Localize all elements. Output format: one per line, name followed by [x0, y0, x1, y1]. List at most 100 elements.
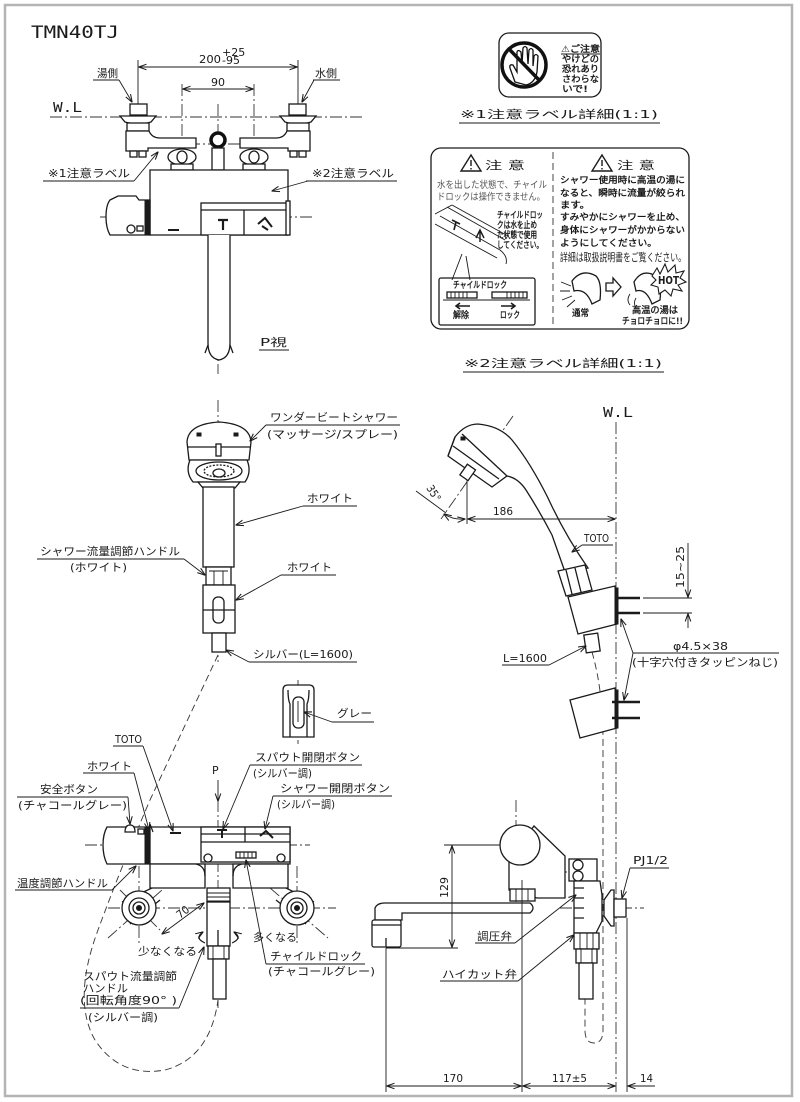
part-inner-channel — [287, 689, 310, 737]
child-lock-note: た状態で使用 — [497, 229, 537, 241]
child-lock-note: クは水を止め — [497, 219, 537, 231]
angle-extension-line — [415, 490, 447, 514]
side-view-faucet: 129 PJ1/2 調圧弁 ハイカット弁 170 117±5 14 — [371, 800, 669, 1092]
bottom-front-view: 70 TOTO ホワイト 安全ボタン (チャコールグレー) P スパウト開閉ボタ… — [15, 733, 392, 1024]
dimension-14: 14 — [640, 1072, 653, 1085]
leader-line — [142, 745, 173, 831]
small-nut — [298, 150, 307, 158]
left-line: ドロックは操作できません。 — [437, 191, 545, 203]
nut-lines — [515, 889, 529, 901]
high-cut-valve-callout: ハイカット弁 — [440, 935, 574, 982]
hanger-color-label: ホワイト — [287, 561, 332, 574]
water-level-label: W.L — [603, 406, 633, 421]
shower-head-callout: ワンダービートシャワー (マッサージ/スプレー) — [250, 410, 400, 441]
small-nut — [138, 150, 147, 158]
holder-back-plate — [614, 689, 619, 729]
caution-label-1-detail: ⚠ご注意 やけどの 恐れあり さわらな いで! ※1注意ラベル詳細(1:1) — [459, 32, 660, 124]
dimension-186: 186 — [466, 480, 615, 524]
cold-side-callout: 水側 — [302, 67, 340, 102]
child-lock-illustration — [434, 204, 509, 281]
no-touch-hand-icon — [500, 41, 548, 89]
label-2-left-panel: 注 意 水を出した状態で、チャイル ドロックは操作できません。 チャイルドロッ … — [434, 153, 547, 326]
angle-arc — [444, 514, 465, 519]
hose-callout: シルバー(L=1600) — [226, 648, 357, 663]
arrow-right-icon — [605, 276, 622, 298]
hose-outlet — [578, 962, 594, 1000]
leader-line — [183, 558, 205, 575]
brand-callout: TOTO — [113, 733, 173, 831]
child-lock-slider — [235, 851, 257, 859]
temperature-handle-label: 温度調節ハンドル — [17, 876, 108, 890]
child-lock-note: チャイルドロッ — [497, 210, 543, 221]
right-line: すみやかにシャワーを止め、 — [560, 211, 685, 223]
valve-ridges — [579, 933, 594, 949]
pressure-valve-callout: 調圧弁 — [475, 895, 576, 944]
label-outline — [430, 147, 690, 330]
shower-head — [571, 272, 602, 305]
left-line: 水を出した状態で、チャイル — [437, 179, 547, 191]
leader-line — [128, 796, 130, 824]
spout-button-color: (シルバー調) — [253, 766, 312, 780]
leader-line — [133, 152, 158, 182]
tolerance-minus: -95 — [222, 54, 240, 67]
valve-port — [572, 870, 584, 882]
child-lock-callout: チャイルドロック (チャコールグレー) — [246, 860, 375, 978]
nozzle-ring-outer — [195, 461, 243, 481]
child-lock-note: してください。 — [497, 240, 543, 251]
hot-badge: HOT — [658, 274, 679, 287]
released-slider-icon — [446, 291, 478, 299]
leader-line — [223, 764, 251, 829]
hand-shower-front-view: ワンダービートシャワー (マッサージ/スプレー) ホワイト シャワー流量調節ハン… — [37, 400, 400, 663]
dimension-15-25: 15~25 — [643, 543, 692, 628]
hot-burst-icon — [649, 262, 688, 298]
hot-caption: チョロチョロに!! — [622, 316, 683, 327]
hot-side-label: 湯側 — [97, 67, 118, 80]
shower-button-color: (シルバー調) — [277, 797, 335, 811]
flow-handle-label: シャワー流量調節ハンドル — [40, 544, 180, 558]
inlet-nut — [288, 103, 307, 116]
safety-button-label: 安全ボタン — [40, 782, 98, 796]
shower-head-label: ワンダービートシャワー — [270, 410, 398, 424]
union-nut-left — [167, 148, 197, 171]
leader-line — [250, 424, 267, 441]
leader-line — [226, 650, 250, 663]
head-indicator — [215, 443, 222, 457]
leader-line — [246, 860, 267, 965]
slider-ticks — [239, 852, 253, 858]
shower-button-label: シャワー開閉ボタン — [280, 782, 390, 795]
hose-stub — [211, 632, 227, 653]
spout-button-callout: スパウト開閉ボタン (シルバー調) — [223, 751, 362, 829]
view-p-letter: P — [212, 764, 219, 777]
shower-mark — [460, 436, 466, 441]
panel-screw — [276, 853, 286, 863]
lower-nut — [207, 945, 230, 960]
dimension-line — [162, 903, 204, 934]
small-nut — [129, 150, 138, 158]
high-cut-valve — [573, 932, 600, 950]
child-lock-box-title: チャイルドロック — [453, 280, 507, 291]
trickle-lines — [627, 293, 637, 309]
leg-ring — [132, 901, 146, 915]
brand-label: TOTO — [583, 532, 609, 545]
pressure-valve-label: 調圧弁 — [477, 929, 512, 943]
eccentric-arm — [239, 130, 311, 152]
locked-slider-icon — [491, 291, 528, 299]
spout-button-label: スパウト開閉ボタン — [255, 751, 360, 764]
side-view-shower: W.L 35° 186 TOTO — [415, 406, 779, 1092]
hot-side-callout: 湯側 — [93, 67, 132, 102]
temperature-handle-callout: 温度調節ハンドル — [15, 866, 136, 891]
handle-ridges — [207, 892, 230, 902]
handle-grip-band — [144, 826, 150, 865]
eccentric-arm — [125, 130, 197, 152]
screw-spec-label: φ4.5×38 — [673, 640, 728, 653]
hose-length-label: L=1600 — [503, 652, 547, 665]
right-heading: 注 意 — [617, 158, 655, 172]
collar-ridges — [209, 570, 228, 585]
lower-body-rounding — [195, 863, 243, 877]
white-label: ホワイト — [87, 760, 132, 773]
dimension-value: 70 — [174, 903, 192, 921]
pointer-lines — [451, 253, 471, 281]
grey-part-detail: グレー — [282, 680, 374, 744]
leader-line — [236, 574, 282, 600]
box-outline — [438, 277, 536, 326]
